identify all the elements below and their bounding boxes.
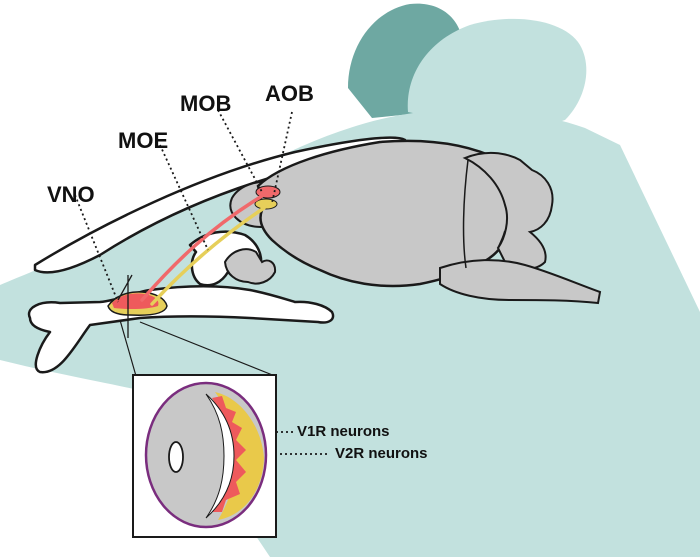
vno-label: VNO: [47, 182, 95, 207]
brain-fissures: [462, 159, 506, 269]
v2r-pathway: [150, 206, 266, 306]
moe-leader: [159, 144, 209, 251]
aob-region: [254, 198, 278, 210]
blood-vessel: [168, 441, 184, 473]
aob-leader: [271, 111, 293, 204]
mob-leader: [217, 109, 263, 193]
aob-label: AOB: [265, 81, 314, 106]
inset-connector-right: [139, 321, 276, 377]
cerebrum: [256, 139, 530, 288]
vno-lumen: [205, 393, 235, 519]
moe-label: MOE: [118, 128, 169, 153]
cerebellum: [462, 152, 554, 270]
mob-label: MOB: [180, 91, 232, 116]
v1r-pathway: [140, 194, 264, 302]
vno-red-zone: [112, 293, 159, 310]
inset-connector-left: [119, 319, 137, 377]
ethmoid-bone: [223, 248, 277, 285]
vno-leader: [74, 194, 119, 303]
v1r-neurons-label: V1R neurons: [297, 423, 390, 440]
brainstem: [439, 259, 602, 305]
v2r-neurons-label: V2R neurons: [335, 445, 428, 462]
front-ear: [407, 18, 587, 135]
section-plane-marker: [117, 274, 133, 338]
